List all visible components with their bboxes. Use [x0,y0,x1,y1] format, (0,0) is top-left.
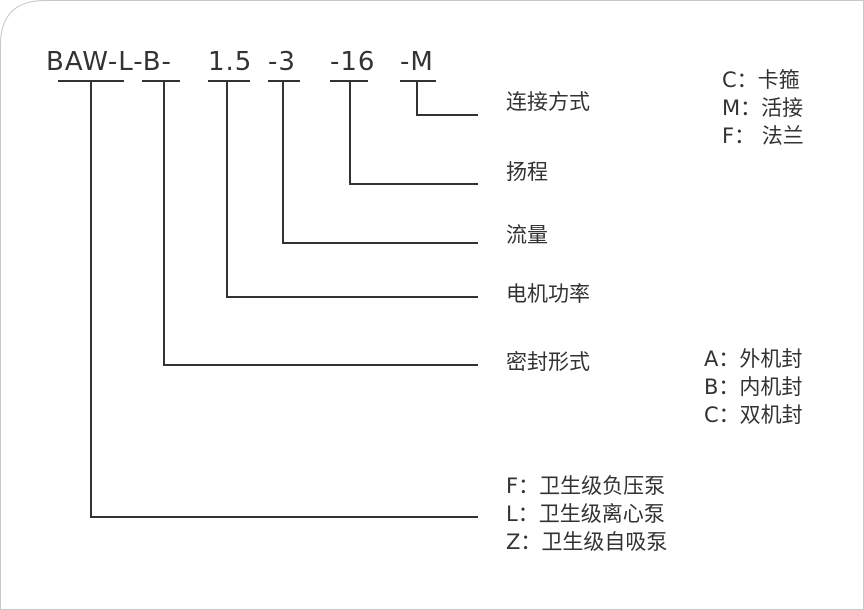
leader-power [226,81,478,298]
code-connection: -M [400,47,434,77]
pump-type-option-l: L：卫生级离心泵 [506,502,665,526]
seal-option-b: B：内机封 [704,375,803,399]
seal-option-c: C：双机封 [704,403,803,427]
label-flow: 流量 [506,223,548,247]
connection-option-f: F： 法兰 [722,124,804,148]
leader-seal [163,81,478,366]
connection-option-m: M：活接 [722,96,804,120]
connector-lines [58,80,478,518]
leader-connection [416,81,478,116]
leader-pump-type [90,81,478,518]
label-head: 扬程 [506,160,548,184]
code-head: -16 [330,47,376,77]
leader-flow [282,81,478,244]
pump-type-option-z: Z：卫生级自吸泵 [506,530,668,554]
leader-head [349,81,478,185]
label-motor-power: 电机功率 [506,282,590,306]
label-connection: 连接方式 [506,90,590,114]
pump-type-option-f: F：卫生级负压泵 [506,474,666,498]
label-seal-type: 密封形式 [506,350,590,374]
code-prefix: BAW-L-B- [46,47,172,77]
code-power: 1.5 [208,47,253,77]
code-flow: -3 [268,47,296,77]
seal-option-a: A：外机封 [704,347,803,371]
connection-option-c: C：卡箍 [722,68,800,92]
